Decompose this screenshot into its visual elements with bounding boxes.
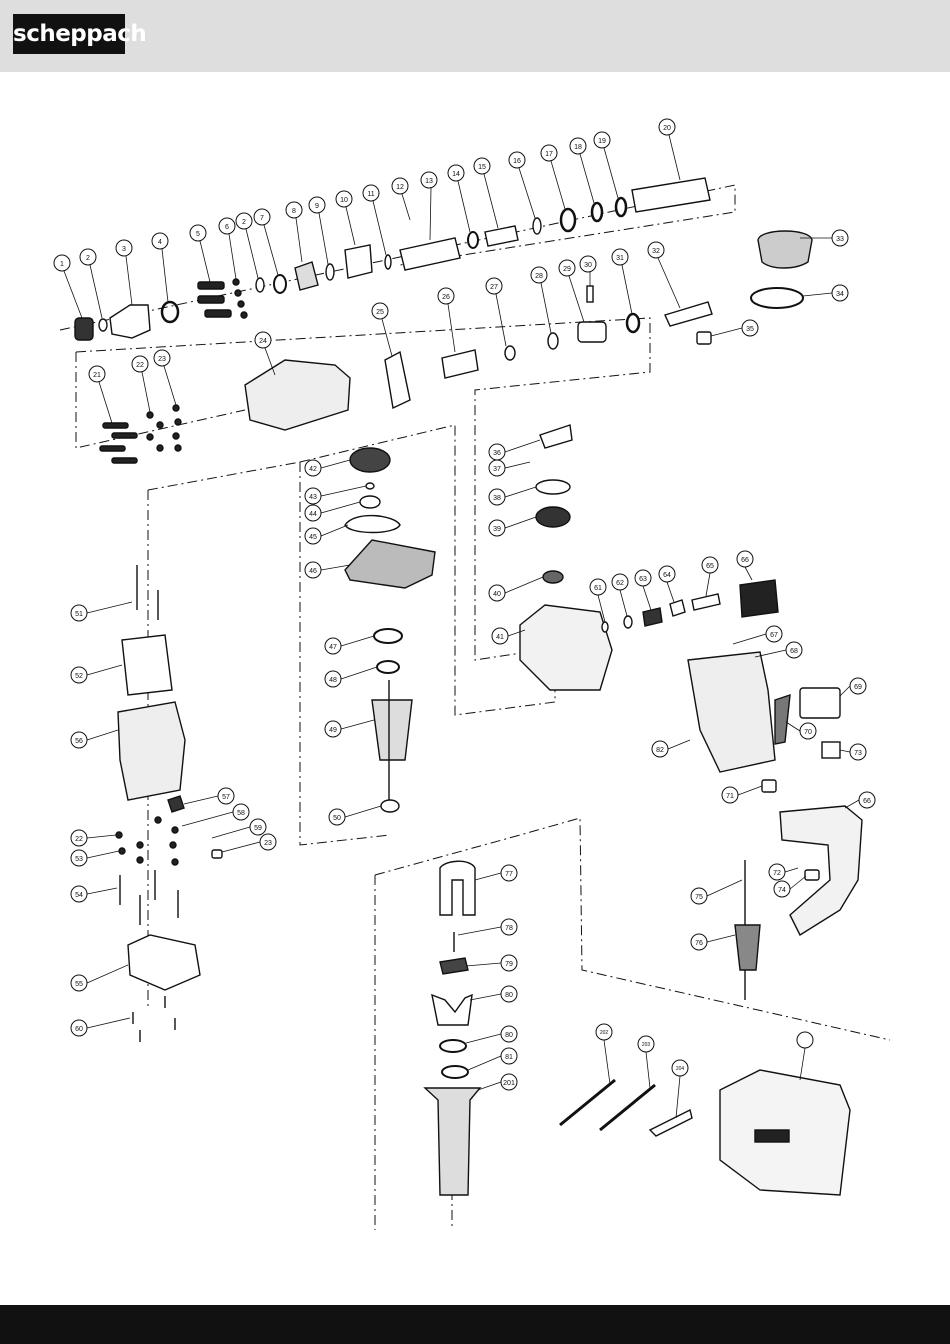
- callout-label: 49: [329, 727, 337, 734]
- callout-label: 24: [259, 338, 267, 345]
- callout-label: 81: [505, 1054, 513, 1061]
- callout-label: 23: [158, 356, 166, 363]
- callout-label: 63: [639, 576, 647, 583]
- callout-label: 22: [136, 362, 144, 369]
- callout-label: 35: [746, 326, 754, 333]
- callout-label: 59: [254, 825, 262, 832]
- callout-label: 51: [75, 611, 83, 618]
- callout-label: 76: [695, 940, 703, 947]
- callout-label: 67: [770, 632, 778, 639]
- header-bar: scheppach: [0, 0, 950, 72]
- callout-label: 2: [86, 255, 90, 262]
- callout-label: 7: [260, 215, 264, 222]
- callout-label: 41: [496, 634, 504, 641]
- callout-label: 2: [242, 219, 246, 226]
- callout-label: 29: [563, 266, 571, 273]
- callout-label: 6: [225, 224, 229, 231]
- callout-label: 17: [545, 151, 553, 158]
- callout-label: 1: [60, 261, 64, 268]
- callout-label: 11: [367, 191, 374, 198]
- callout-label: 28: [535, 273, 543, 280]
- callout-label: 42: [309, 466, 317, 473]
- callout-label: 25: [376, 309, 384, 316]
- callout-label: 64: [663, 572, 671, 579]
- callout-label: 79: [505, 961, 513, 968]
- callout-label: 39: [493, 526, 501, 533]
- callout-label: 32: [652, 248, 660, 255]
- callout-label: 80: [505, 1032, 513, 1039]
- callout-label: 71: [726, 793, 734, 800]
- callout-label: 82: [656, 747, 664, 754]
- callout-label: 61: [594, 585, 602, 592]
- callout-label: 48: [329, 677, 337, 684]
- callout-label: 73: [854, 750, 862, 757]
- callout-label: 3: [122, 246, 126, 253]
- callout-label: 4: [158, 239, 162, 246]
- callout-label: 12: [396, 184, 404, 191]
- callout-label: 78: [505, 925, 513, 932]
- callout-label: 15: [478, 164, 486, 171]
- callout-label: 20: [663, 125, 671, 132]
- callout-label: 201: [503, 1080, 515, 1087]
- callout-label: 50: [333, 815, 341, 822]
- callout-label: 55: [75, 981, 83, 988]
- callout-label: 202: [600, 1030, 609, 1036]
- callout-label: 58: [237, 810, 245, 817]
- callout-label: 23: [264, 840, 272, 847]
- callout-label: 36: [493, 450, 501, 457]
- callout-label: 75: [695, 894, 703, 901]
- callout-label: 22: [75, 836, 83, 843]
- callout-label: 68: [790, 648, 798, 655]
- callout-label: 18: [574, 144, 582, 151]
- callout-label: 45: [309, 534, 317, 541]
- callout-label: 43: [309, 494, 317, 501]
- callout-label: 9: [315, 203, 319, 210]
- callout-label: 65: [706, 563, 714, 570]
- callout-label: 66: [741, 557, 749, 564]
- callout-label: 47: [329, 644, 337, 651]
- callout-label: 62: [616, 580, 624, 587]
- callout-label: 53: [75, 856, 83, 863]
- callout-label: 19: [598, 138, 606, 145]
- callout-label: 46: [309, 568, 317, 575]
- callout-label: 26: [442, 294, 450, 301]
- callout-label: 69: [854, 684, 862, 691]
- callout-label: 21: [93, 372, 101, 379]
- callout-label: 38: [493, 495, 501, 502]
- callout-label: 34: [836, 291, 844, 298]
- callout-label: 33: [836, 236, 844, 243]
- diagram-canvas: 1 2 3 4 5 6 2 7 8 9 10 11 12 13 14 15 16…: [0, 72, 950, 1305]
- exploded-parts-diagram: 1 2 3 4 5 6 2 7 8 9 10 11 12 13 14 15 16…: [0, 72, 950, 1305]
- callout-label: 56: [75, 738, 83, 745]
- callout-label: 31: [616, 255, 624, 262]
- callout-label: 74: [778, 887, 786, 894]
- callout-label: 203: [642, 1042, 651, 1048]
- callout-label: 60: [75, 1026, 83, 1033]
- callout-label: 204: [676, 1066, 685, 1072]
- callout-label: 8: [292, 208, 296, 215]
- callout-label: 66: [863, 798, 871, 805]
- callout-label: 70: [804, 729, 812, 736]
- callout-label: 57: [222, 794, 230, 801]
- footer-bar: [0, 1305, 950, 1344]
- scheppach-logo: scheppach: [13, 14, 125, 54]
- callout-label: 27: [490, 284, 498, 291]
- callout-label: 13: [425, 178, 433, 185]
- callout-label: 80: [505, 992, 513, 999]
- callout-label: 10: [340, 197, 348, 204]
- callout-label: 52: [75, 673, 83, 680]
- callout-label: 77: [505, 871, 513, 878]
- callout-label: 72: [773, 870, 781, 877]
- callout-label: 37: [493, 466, 501, 473]
- callout-label: 44: [309, 511, 317, 518]
- callout-label: 30: [584, 262, 592, 269]
- callout-label: 40: [493, 591, 501, 598]
- callout-label: 5: [196, 231, 200, 238]
- callout-label: 14: [452, 171, 460, 178]
- callout-label: 54: [75, 892, 83, 899]
- callout-label: 16: [513, 158, 521, 165]
